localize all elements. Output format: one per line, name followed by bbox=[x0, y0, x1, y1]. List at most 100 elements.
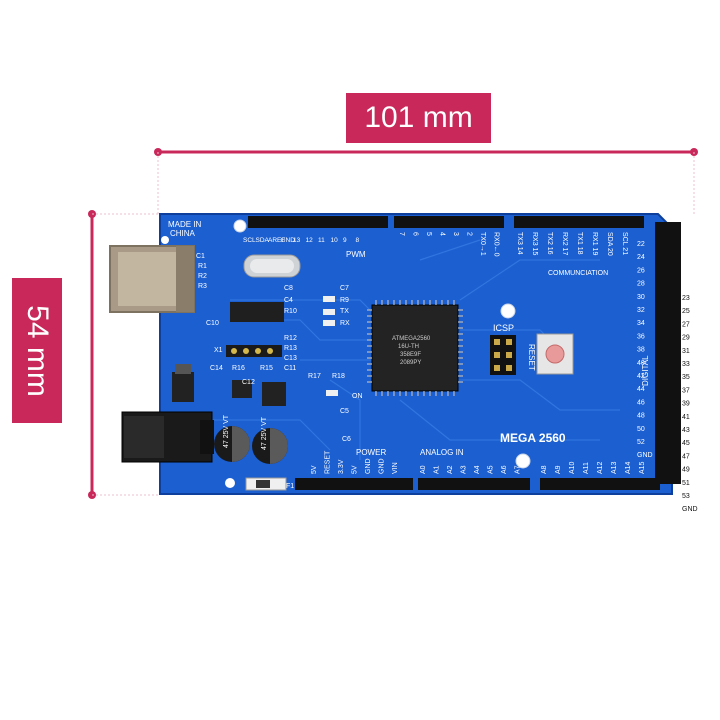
component-label: R12 bbox=[284, 335, 297, 342]
communication-label: COMMUNCIATION bbox=[548, 270, 608, 277]
digital-pin-label: 49 bbox=[682, 467, 690, 474]
digital-pin-label: 24 bbox=[637, 254, 645, 261]
height-dimension-label: 54 mm bbox=[12, 278, 62, 423]
made-in-label: MADE IN bbox=[168, 220, 202, 229]
digital-pin-label: 23 bbox=[682, 295, 690, 302]
voltage-regulator bbox=[172, 372, 194, 402]
top-pin-label: 5 bbox=[425, 232, 432, 236]
analog-pin-label: A11 bbox=[583, 462, 590, 474]
analog-pin-label: A5 bbox=[488, 465, 495, 474]
icsp-label: ICSP bbox=[493, 323, 514, 333]
component-label: R16 bbox=[232, 365, 245, 372]
component-label: R10 bbox=[284, 308, 297, 315]
status-leds bbox=[323, 296, 338, 396]
digital-pin-label: 47 bbox=[682, 453, 690, 460]
mounting-hole bbox=[161, 236, 169, 244]
regulator-tab bbox=[175, 364, 191, 374]
analog-pin-label: A6 bbox=[501, 465, 508, 474]
digital-pin-label: 28 bbox=[637, 281, 645, 288]
digital-pin-label: GND bbox=[637, 452, 653, 459]
top-pin-label: 3 bbox=[452, 232, 459, 236]
component-label: TX bbox=[340, 308, 349, 315]
analog-pin-label: A1 bbox=[434, 465, 441, 474]
component-label: C13 bbox=[284, 355, 297, 362]
component-label: F1 bbox=[286, 483, 294, 490]
power-pin-label: RESET bbox=[325, 450, 332, 474]
top-pin-label: TX2 16 bbox=[546, 232, 553, 255]
width-dimension-text: 101 mm bbox=[364, 101, 473, 134]
component-label: R9 bbox=[340, 297, 349, 304]
dc-jack-front bbox=[124, 416, 164, 458]
usb-connector-side bbox=[176, 246, 194, 312]
chip-label-1: ATMEGA2560 bbox=[392, 336, 431, 342]
right-double-header bbox=[655, 222, 681, 484]
digital-pin-label: 31 bbox=[682, 348, 690, 355]
digital-pin-label: 38 bbox=[637, 347, 645, 354]
top-pin-label: AREF bbox=[268, 237, 285, 244]
digital-pin-label: 29 bbox=[682, 335, 690, 342]
power-pin-label: GND bbox=[379, 458, 386, 474]
analog-pin-label: A4 bbox=[474, 465, 481, 474]
component-label: C5 bbox=[340, 408, 349, 415]
analog-pin-label: A0 bbox=[420, 465, 427, 474]
analog-pin-label: A12 bbox=[597, 461, 604, 474]
component-label: C8 bbox=[284, 285, 293, 292]
power-pin-label: 5V bbox=[352, 465, 359, 474]
digital-pin-label: 43 bbox=[682, 427, 690, 434]
top-pin-label: 4 bbox=[439, 232, 446, 236]
fuse-body bbox=[256, 480, 270, 488]
top-pin-label: SDA 20 bbox=[606, 232, 613, 256]
power-pin-label: 3.3V bbox=[338, 459, 345, 474]
x1-header bbox=[226, 345, 282, 357]
analog-pin-label: A14 bbox=[625, 461, 632, 474]
small-ic-1 bbox=[232, 380, 252, 398]
analog-pin-label: A10 bbox=[569, 461, 576, 474]
digital-pin-label: 52 bbox=[637, 439, 645, 446]
digital-pin-label: 32 bbox=[637, 307, 645, 314]
digital-pin-label: 51 bbox=[682, 480, 690, 487]
mounting-hole bbox=[233, 219, 247, 233]
digital-pin-label: 40 bbox=[637, 360, 645, 367]
top-pin-label: 7 bbox=[398, 232, 405, 236]
top-pin-label: RX1 19 bbox=[591, 232, 598, 255]
analog-pin-label: A7 bbox=[515, 465, 522, 474]
capacitor-1-text: 47 25V VT bbox=[223, 414, 230, 448]
chip-leads bbox=[367, 300, 463, 396]
component-label: R15 bbox=[260, 365, 273, 372]
digital-pin-label: 33 bbox=[682, 361, 690, 368]
reset-label: RESET bbox=[527, 344, 536, 371]
top-pin-label: 10 bbox=[331, 237, 339, 244]
digital-pin-label: 37 bbox=[682, 387, 690, 394]
top-pin-label: 6 bbox=[412, 232, 419, 236]
usb-interface-chip bbox=[230, 302, 284, 322]
chip-label-4: 2089PY bbox=[400, 360, 421, 366]
top-pin-label: RX2 17 bbox=[561, 232, 568, 255]
top-pin-label: TX0→1 bbox=[479, 232, 486, 256]
digital-pin-label: 46 bbox=[637, 399, 645, 406]
digital-pin-label: GND bbox=[682, 506, 698, 513]
component-label: R17 bbox=[308, 373, 321, 380]
analog-pin-label: A13 bbox=[611, 461, 618, 474]
digital-pin-label: 45 bbox=[682, 440, 690, 447]
reset-button-cap bbox=[545, 344, 565, 364]
top-pin-label: SDA bbox=[256, 237, 270, 244]
board-model-label: MEGA 2560 bbox=[500, 431, 566, 445]
top-pin-label: GND bbox=[281, 237, 296, 244]
width-dimension-label: 101 mm bbox=[346, 93, 491, 143]
component-label: C1 bbox=[196, 253, 205, 260]
power-pin-label: VIN bbox=[392, 462, 399, 474]
component-label: C4 bbox=[284, 297, 293, 304]
digital-pin-label: 27 bbox=[682, 321, 690, 328]
digital-pin-label: 44 bbox=[637, 386, 645, 393]
icsp-header bbox=[490, 335, 516, 375]
component-label: C10 bbox=[206, 320, 219, 327]
top-pin-label: 2 bbox=[466, 232, 473, 236]
analog-pin-label: A8 bbox=[541, 465, 548, 474]
bottom-header-analog-a bbox=[418, 478, 530, 490]
component-label: C11 bbox=[284, 365, 296, 372]
